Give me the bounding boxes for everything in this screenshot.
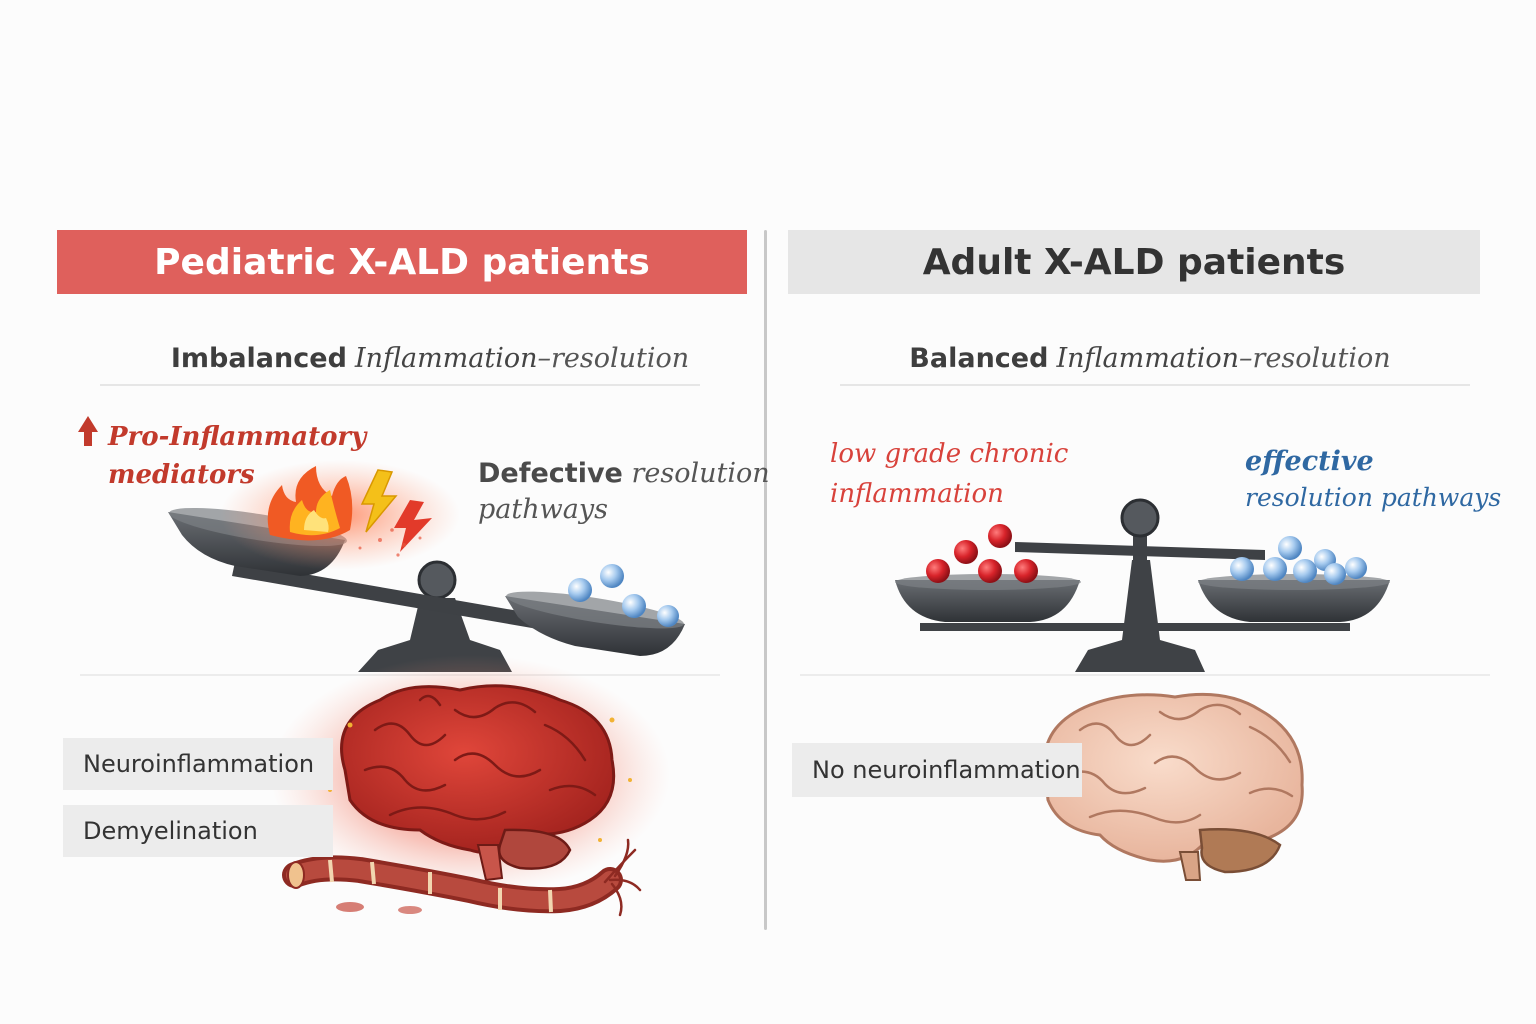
- right-pan-icon: [505, 591, 685, 656]
- pro-inflammatory-line1: Pro-Inflammatory: [108, 422, 367, 452]
- adult-header: Adult X-ALD patients: [788, 230, 1480, 294]
- defective-resolution-word: resolution: [631, 458, 770, 489]
- pro-inflammatory-label: Pro-Inflammatory mediators: [108, 418, 366, 494]
- balanced-scale-icon: [895, 498, 1390, 672]
- resolution-word: –resolution: [537, 342, 690, 374]
- inflamed-brain-icon: [270, 655, 670, 895]
- defective-pathways-word: pathways: [478, 494, 608, 525]
- low-grade-inflammation-label: low grade chronic inflammation: [830, 434, 1068, 514]
- neuroinflammation-tag: Neuroinflammation: [63, 738, 333, 790]
- imbalanced-word: Imbalanced: [170, 342, 347, 374]
- effective-line2: resolution pathways: [1245, 483, 1502, 512]
- no-neuroinflammation-tag: No neuroinflammation: [792, 743, 1082, 797]
- low-grade-line2: inflammation: [830, 479, 1004, 509]
- effective-word: effective: [1245, 446, 1374, 477]
- pro-inflammatory-line2: mediators: [108, 460, 255, 490]
- imbalanced-scale-icon: [168, 460, 685, 672]
- resolution-mediators-icon: [568, 564, 679, 627]
- defective-resolution-label: Defective resolution pathways: [478, 456, 770, 528]
- lightning-icon: [360, 469, 432, 552]
- fire-icon: [220, 460, 460, 570]
- defective-word: Defective: [478, 458, 623, 489]
- inflammatory-mediators-icon: [926, 524, 1038, 583]
- resolution-word: –resolution: [1239, 342, 1391, 374]
- pediatric-header: Pediatric X-ALD patients: [57, 230, 747, 294]
- up-arrow-icon: [78, 416, 98, 446]
- inflammation-word: Inflammation: [1056, 342, 1240, 374]
- inflammation-word: Inflammation: [354, 342, 538, 374]
- effective-resolution-label: effective resolution pathways: [1245, 444, 1501, 516]
- demyelination-tag: Demyelination: [63, 805, 333, 857]
- spark-dots: [358, 528, 422, 557]
- resolution-balls-icon: [1230, 536, 1367, 585]
- balanced-word: Balanced: [909, 342, 1049, 374]
- demyelinated-axon-icon: [282, 838, 642, 917]
- panel-divider: [764, 230, 767, 930]
- healthy-brain-icon: [1043, 692, 1304, 881]
- low-grade-line1: low grade chronic: [830, 439, 1069, 469]
